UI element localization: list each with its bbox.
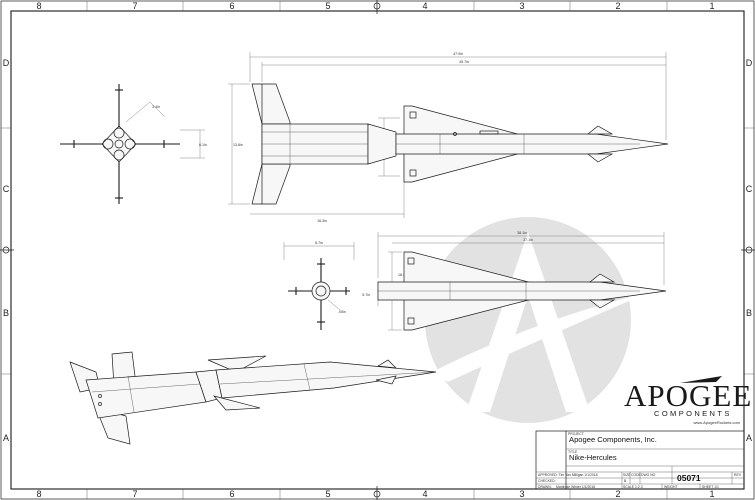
dim-label: 47.9in	[453, 52, 463, 56]
col-label: 8	[36, 1, 41, 11]
sheet-label: SHEET 1/1	[702, 485, 719, 489]
dwg-label: DWG NO	[641, 473, 656, 477]
size-label: SIZE	[623, 473, 631, 477]
logo-subtitle: COMPONENTS	[654, 409, 732, 418]
col-label: 5	[325, 1, 330, 11]
dim-label: 5.7in	[362, 293, 370, 297]
drawing-title: Nike-Hercules	[569, 453, 617, 462]
col-label: 4	[422, 1, 427, 11]
row-label: C	[746, 184, 753, 194]
row-label: D	[3, 58, 10, 68]
front-view-middle: 6.7in .05in	[283, 241, 355, 330]
title-label: TITLE	[568, 450, 578, 454]
row-label: D	[746, 58, 753, 68]
scale-label: SCALE 1:2.3	[623, 485, 643, 489]
dim-label: 38.1in	[517, 231, 527, 235]
col-label: 7	[132, 489, 137, 499]
col-label: 6	[229, 1, 234, 11]
approved-label: APPROVED: Tim Van Milligan 1/1/2018	[538, 473, 598, 477]
dim-label: 37.1in	[523, 238, 533, 242]
dim-label: .05in	[338, 310, 346, 314]
size-value: B	[624, 479, 627, 483]
col-label: 8	[36, 489, 41, 499]
apogee-logo: APOGEE COMPONENTS www.ApogeeRockets.com	[624, 376, 752, 425]
drawn-label: DRAWN:	[538, 485, 552, 489]
col-label: 5	[325, 489, 330, 499]
col-label: 3	[519, 489, 524, 499]
column-labels-top: 8 7 6 5 4 3 2 1	[36, 1, 714, 11]
row-label: C	[3, 184, 10, 194]
column-labels-bottom: 8 7 6 5 4 3 2 1	[36, 489, 714, 499]
front-view-upper: 3.4in 6.1in	[60, 84, 207, 204]
col-label: 3	[519, 1, 524, 11]
side-view-middle: 38.1in 37.1in 5.7in 18.1in	[362, 231, 667, 331]
dim-label: 6.1in	[199, 143, 207, 147]
logo-wordmark: APOGEE	[624, 378, 752, 413]
checked-label: CHECKED:	[538, 479, 556, 483]
logo-url: www.ApogeeRockets.com	[694, 420, 741, 425]
company-name: Apogee Components, Inc.	[569, 435, 657, 444]
logo-swoosh-icon	[680, 376, 722, 383]
dim-label: 45.7in	[459, 60, 469, 64]
col-label: 2	[615, 1, 620, 11]
dim-label: 3.4in	[152, 105, 160, 109]
rev-label: REV	[734, 473, 742, 477]
dim-label: 16.3in	[317, 219, 327, 223]
project-label: PROJECT	[568, 432, 584, 436]
row-labels-right: D C B A	[746, 58, 753, 443]
weight-label: WEIGHT	[664, 485, 678, 489]
row-label: A	[3, 433, 9, 443]
row-labels-left: D C B A	[3, 58, 10, 443]
dim-label: 13.8in	[233, 143, 243, 147]
code-label: CODE	[631, 473, 642, 477]
col-label: 7	[132, 1, 137, 11]
apogee-watermark	[425, 217, 650, 423]
col-label: 1	[709, 489, 714, 499]
drawing-number: 05071	[677, 473, 701, 483]
col-label: 4	[422, 489, 427, 499]
col-label: 2	[615, 489, 620, 499]
drawn-value: Martin de Winter 1/1/2018	[556, 485, 595, 489]
title-block: PROJECT Apogee Components, Inc. TITLE Ni…	[535, 430, 745, 490]
row-label: A	[746, 433, 752, 443]
dim-label: 18.1in	[398, 273, 408, 277]
perspective-view	[69, 351, 437, 445]
col-label: 6	[229, 489, 234, 499]
side-view-upper: 47.9in 45.7in 13.8in 16.3in	[228, 52, 669, 223]
col-label: 1	[709, 1, 714, 11]
dim-label: 6.7in	[315, 241, 323, 245]
row-label: B	[3, 308, 9, 318]
row-label: B	[746, 308, 752, 318]
